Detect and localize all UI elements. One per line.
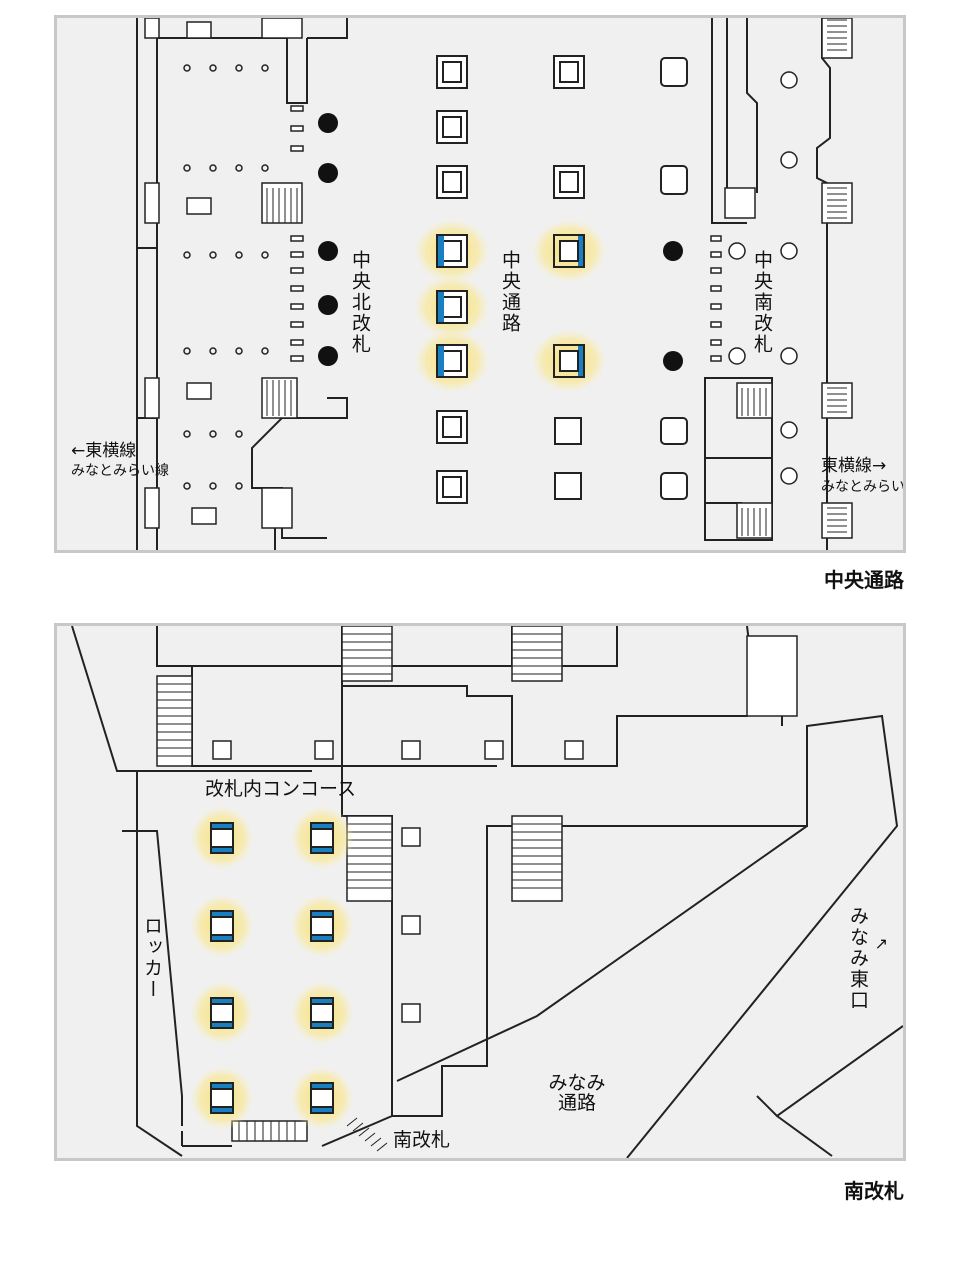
stairs	[156, 626, 798, 1142]
pillar-column-2	[553, 55, 585, 500]
minatomirai-line-right-label: みなとみらい線	[821, 479, 905, 495]
minami-passage-label: みなみ通路	[548, 1072, 606, 1114]
minatomirai-line-left-label: みなとみらい線	[71, 463, 169, 479]
concourse-label: 改札内コンコース	[205, 778, 357, 800]
black-pillars	[318, 113, 683, 371]
locker-label: ロッカー	[140, 916, 163, 1000]
central-map-drawing	[136, 18, 853, 550]
south-gate-label: 南改札	[393, 1129, 451, 1151]
ev-boxes	[186, 21, 217, 525]
ad-panels	[438, 236, 584, 376]
south-gate-map: 改札内コンコース ロッカー 南改札 みなみ通路 みなみ東口 →	[54, 623, 906, 1161]
ad-pillars	[210, 822, 334, 1114]
dots	[183, 64, 269, 490]
south-map-drawing	[71, 626, 903, 1158]
north-gate-label: 中央北改札	[348, 250, 371, 355]
gate-machines	[290, 105, 722, 362]
columns	[212, 740, 584, 1023]
central-passage-label: 中央通路	[498, 250, 521, 334]
highlight-glows	[190, 806, 354, 1130]
toyoko-line-right-label: 東横線→	[821, 456, 887, 476]
minami-east-exit-label: みなみ東口	[846, 906, 869, 1011]
central-passage-map: 中央北改札 中央通路 中央南改札 ←東横線 みなとみらい線 東横線→ みなとみら…	[54, 15, 906, 553]
toyoko-line-left-label: ←東横線	[71, 441, 137, 461]
central-map-caption: 中央通路	[824, 568, 904, 592]
south-gate-label: 中央南改札	[750, 250, 773, 355]
south-map-caption: 南改札	[844, 1179, 904, 1203]
